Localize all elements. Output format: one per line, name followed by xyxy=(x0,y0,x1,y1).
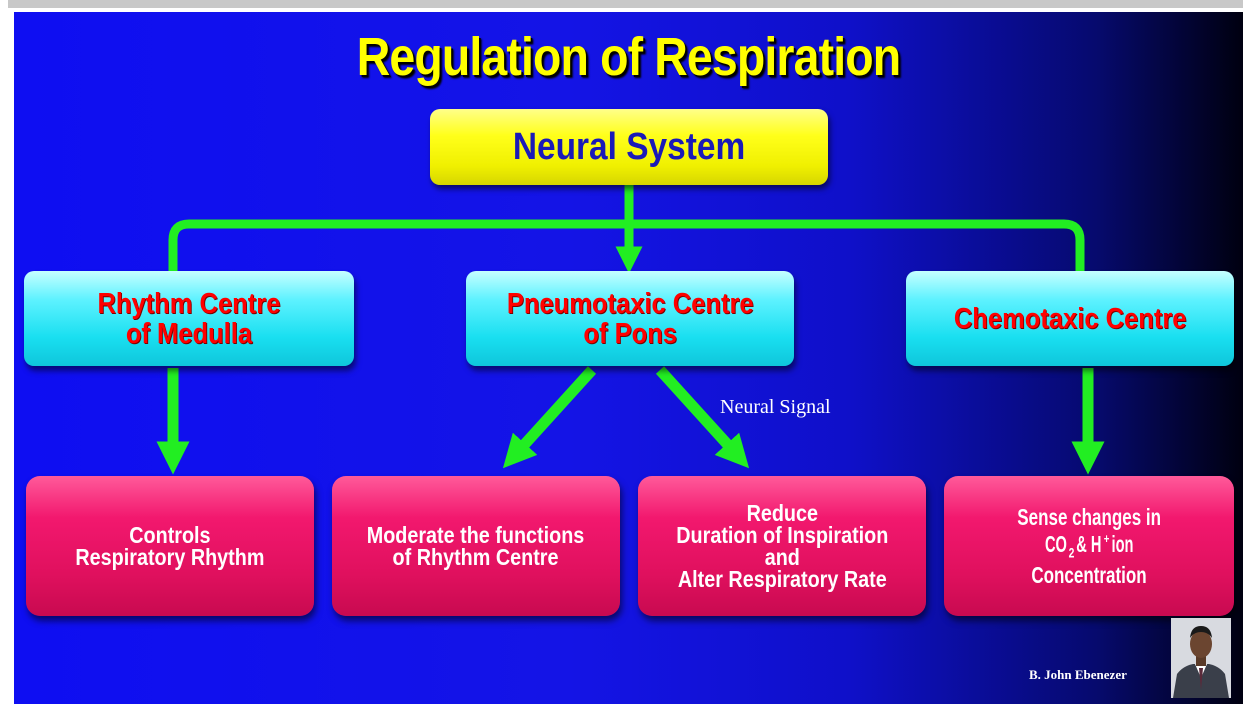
sense-line-3: Concentration xyxy=(1031,561,1147,588)
chemotaxic-centre-label: Chemotaxic Centre xyxy=(953,302,1187,335)
slide-title: Regulation of Respiration xyxy=(356,27,901,87)
reduce-inspiration-box: Reduce Duration of Inspiration and Alter… xyxy=(638,476,926,616)
rhythm-centre-label: Rhythm Centre of Medulla xyxy=(97,287,281,350)
neural-system-label: Neural System xyxy=(512,125,746,168)
sense-line-1: Sense changes in xyxy=(1017,504,1161,531)
pneumotaxic-centre-label: Pneumotaxic Centre of Pons xyxy=(506,287,754,350)
neural-system-box: Neural System xyxy=(430,109,828,185)
moderate-functions-label: Moderate the functions of Rhythm Centre xyxy=(367,522,585,570)
author-photo xyxy=(1171,618,1231,698)
window-top-border xyxy=(0,0,1243,8)
controls-rhythm-label: Controls Respiratory Rhythm xyxy=(75,522,265,570)
author-portrait-icon xyxy=(1171,618,1231,698)
connector-arrows xyxy=(156,185,1105,475)
arrow-pons-to-moderate xyxy=(502,366,597,469)
pneumotaxic-centre-box: Pneumotaxic Centre of Pons xyxy=(466,271,794,366)
slide: Regulation of Respiration Neural System … xyxy=(14,12,1243,704)
rhythm-centre-box: Rhythm Centre of Medulla xyxy=(24,271,354,366)
chemotaxic-centre-box: Chemotaxic Centre xyxy=(906,271,1234,366)
window-left-border xyxy=(0,0,8,704)
author-name: B. John Ebenezer xyxy=(1029,667,1127,682)
reduce-inspiration-label: Reduce Duration of Inspiration and Alter… xyxy=(675,500,889,592)
arrow-pons-to-reduce xyxy=(655,366,750,469)
neural-signal-label: Neural Signal xyxy=(720,396,831,418)
moderate-functions-box: Moderate the functions of Rhythm Centre xyxy=(332,476,620,616)
controls-rhythm-box: Controls Respiratory Rhythm xyxy=(26,476,314,616)
